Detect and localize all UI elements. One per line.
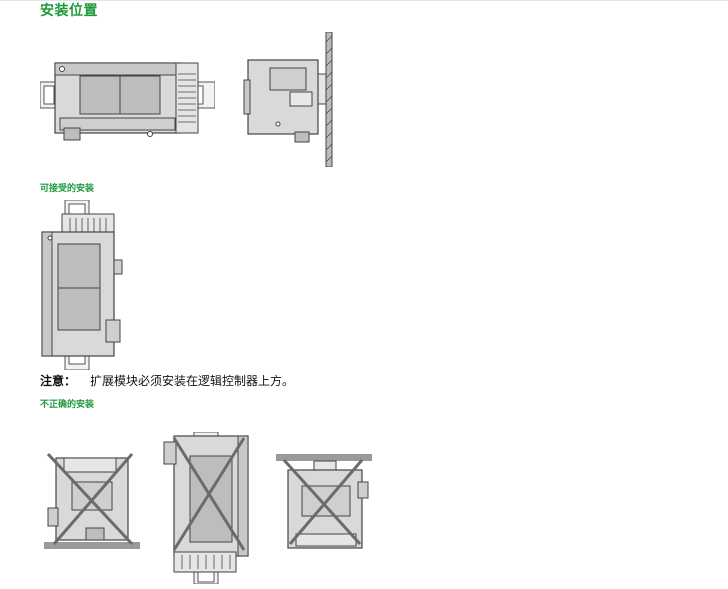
incorrect-heading: 不正确的安装: [40, 400, 95, 410]
cross-icon: [44, 452, 140, 549]
plc-side-icon: [243, 32, 333, 167]
front-view-figure: [40, 60, 215, 145]
incorrect-vertical-figure: [160, 432, 252, 584]
incorrect-upside-down-figure: [42, 452, 142, 552]
cross-icon: [276, 454, 372, 549]
plc-vertical-icon: [41, 200, 123, 370]
acceptable-heading: 可接受的安装: [40, 184, 95, 194]
note-text: 扩展模块必须安装在逻辑控制器上方。: [90, 374, 295, 388]
cross-icon: [163, 432, 249, 584]
note-label: 注意：: [40, 374, 77, 388]
plc-front-icon: [40, 62, 215, 141]
vertical-correct-figure: [40, 200, 125, 370]
incorrect-hanging-figure: [276, 452, 376, 552]
side-view-figure: [240, 32, 340, 167]
page-title: 安装位置: [40, 3, 98, 19]
top-rule: [0, 0, 728, 1]
note: 注意： 扩展模块必须安装在逻辑控制器上方。: [40, 372, 294, 389]
